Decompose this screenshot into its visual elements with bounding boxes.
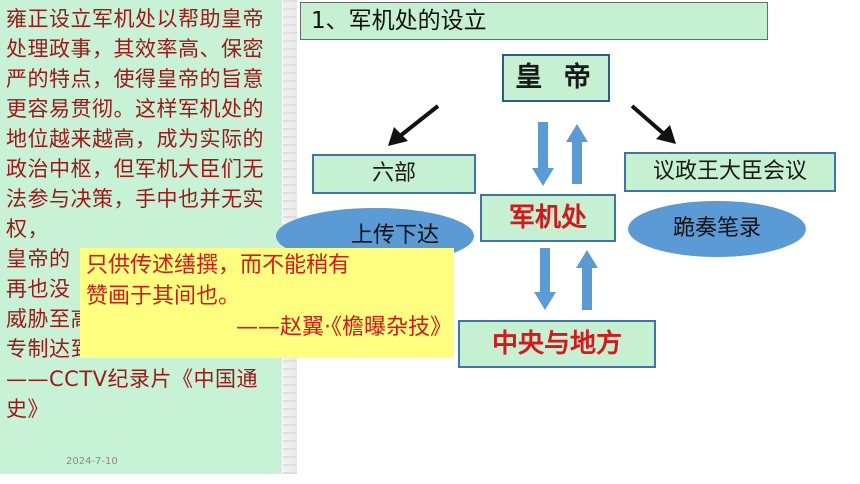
liubu-box: 六部 [312,154,476,194]
council-box: 议政王大臣会议 [624,152,836,192]
slide-title: 1、军机处的设立 [300,2,768,40]
quote-attribution: ——赵翼·《檐曝杂技》 [236,315,452,340]
guizou-ellipse: 跪奏笔录 [628,201,806,257]
date-label: 2024-7-10 [66,456,118,467]
emperor-box: 皇 帝 [502,54,610,102]
junjichu-box: 军机处 [480,194,616,242]
quote-line-1: 只供传述缮撰，而不能稍有 [86,253,351,278]
arrow-down-junjichu-central [534,248,556,310]
quote-box: 只供传述缮撰，而不能稍有 赞画于其间也。 ——赵翼·《檐曝杂技》 [80,248,454,358]
central-local-box: 中央与地方 [458,320,656,368]
arrow-down-emperor-junjichu [532,122,554,186]
arrow-up-central-junjichu [576,250,598,310]
arrow-to-council [630,104,676,144]
quote-line-2: 赞画于其间也。 [86,284,241,309]
arrow-up-junjichu-emperor [566,124,588,184]
left-text-panel [0,0,282,474]
arrow-to-liubu [388,104,440,146]
